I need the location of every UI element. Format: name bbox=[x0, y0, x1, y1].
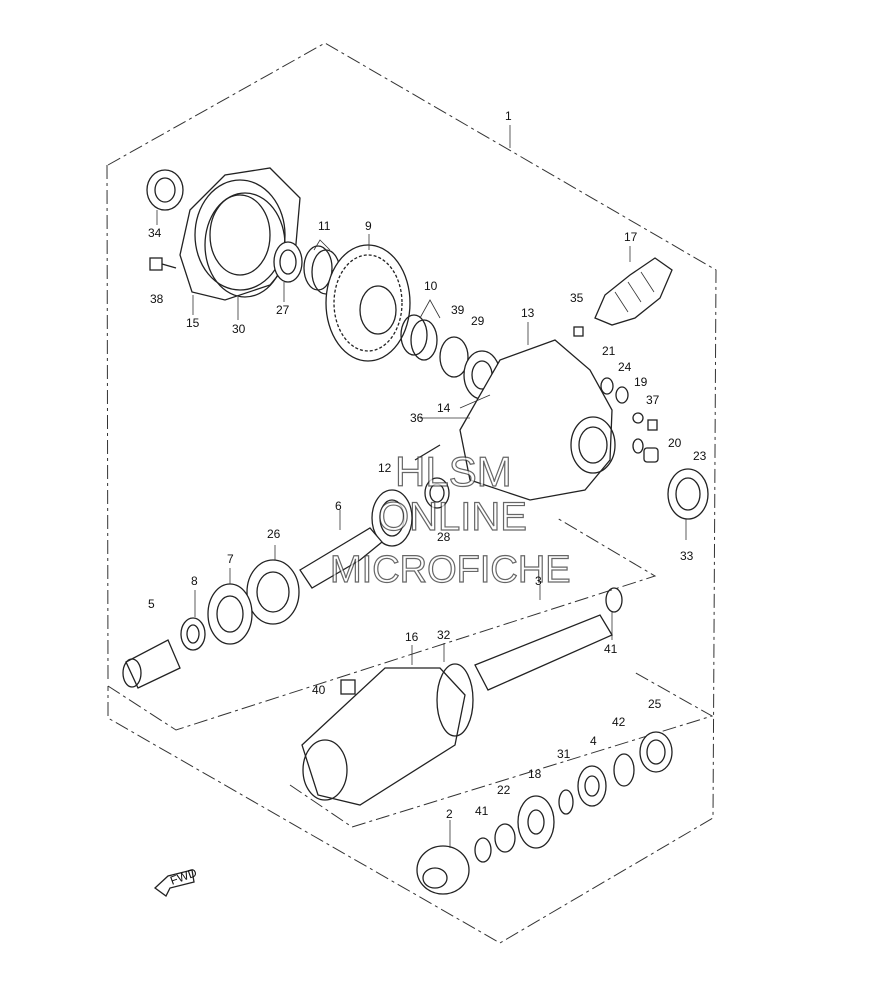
callout-29: 29 bbox=[471, 314, 485, 328]
callout-16: 16 bbox=[405, 630, 419, 644]
callout-24: 24 bbox=[618, 360, 632, 374]
callout-15: 15 bbox=[186, 316, 200, 330]
leader-14 bbox=[459, 394, 491, 409]
callout-1: 1 bbox=[505, 109, 512, 123]
part-3-drive-shaft bbox=[474, 585, 613, 691]
callout-18: 18 bbox=[528, 767, 542, 781]
part-13-gear-case bbox=[459, 322, 616, 501]
part-27-bearing bbox=[273, 241, 303, 302]
callout-33: 33 bbox=[680, 549, 694, 563]
callout-34: 34 bbox=[148, 226, 162, 240]
callout-41-lower: 41 bbox=[475, 804, 489, 818]
part-41-circlip-lower bbox=[474, 837, 492, 863]
callout-23: 23 bbox=[693, 449, 707, 463]
watermark-line-3: MICROFICHE bbox=[330, 549, 571, 591]
part-24-seal bbox=[615, 386, 629, 404]
callout-39: 39 bbox=[451, 303, 465, 317]
callout-7: 7 bbox=[227, 552, 234, 566]
part-4-bearing bbox=[577, 765, 607, 807]
callout-20: 20 bbox=[668, 436, 682, 450]
part-22-washer bbox=[494, 823, 516, 853]
part-9-bevel-gear bbox=[325, 234, 411, 362]
part-8-spacer bbox=[180, 590, 206, 651]
part-34-oil-seal bbox=[146, 169, 184, 225]
callout-12: 12 bbox=[378, 461, 392, 475]
callout-26: 26 bbox=[267, 527, 281, 541]
part-31-circlip bbox=[558, 789, 574, 815]
part-18-flange bbox=[517, 795, 555, 849]
part-37-plug bbox=[647, 419, 658, 431]
part-40-nut bbox=[340, 679, 356, 695]
callout-36: 36 bbox=[410, 411, 424, 425]
part-12-bearing bbox=[371, 489, 413, 547]
callout-30: 30 bbox=[232, 322, 246, 336]
callout-37: 37 bbox=[646, 393, 660, 407]
subassembly-outline-3 bbox=[107, 517, 657, 731]
callout-8: 8 bbox=[191, 574, 198, 588]
callout-32: 32 bbox=[437, 628, 451, 642]
part-5-sleeve bbox=[122, 639, 181, 689]
part-21-washer bbox=[600, 377, 614, 395]
callout-21: 21 bbox=[602, 344, 616, 358]
callout-40: 40 bbox=[312, 683, 326, 697]
part-6-drive-pinion bbox=[299, 510, 383, 589]
part-7-bearing bbox=[207, 568, 253, 645]
callout-5: 5 bbox=[148, 597, 155, 611]
part-20-washer bbox=[632, 438, 644, 454]
part-35-bolt bbox=[573, 326, 584, 337]
part-39-washer bbox=[439, 336, 469, 378]
callout-42: 42 bbox=[612, 715, 626, 729]
part-23-plug bbox=[643, 447, 659, 463]
watermark-line-2: ONLINE bbox=[378, 495, 527, 539]
callout-35: 35 bbox=[570, 291, 584, 305]
callout-2: 2 bbox=[446, 807, 453, 821]
callout-10: 10 bbox=[424, 279, 438, 293]
part-25-oil-seal bbox=[639, 731, 673, 773]
callout-38: 38 bbox=[150, 292, 164, 306]
part-42-circlip bbox=[613, 753, 635, 787]
callout-41-upper: 41 bbox=[604, 642, 618, 656]
part-33-oil-seal bbox=[667, 468, 709, 540]
watermark-line-1: HLSM bbox=[395, 448, 512, 495]
forward-direction-arrow: FWD bbox=[153, 865, 199, 897]
part-17-boot bbox=[594, 246, 673, 326]
callout-31: 31 bbox=[557, 747, 571, 761]
callout-17: 17 bbox=[624, 230, 638, 244]
callout-13: 13 bbox=[521, 306, 535, 320]
callout-19: 19 bbox=[634, 375, 648, 389]
part-10-shims bbox=[400, 299, 441, 361]
callout-27: 27 bbox=[276, 303, 290, 317]
callout-3: 3 bbox=[535, 574, 542, 588]
callout-22: 22 bbox=[497, 783, 511, 797]
part-26-bearing bbox=[246, 545, 300, 625]
part-38-bolt bbox=[149, 257, 177, 271]
part-15-housing-cover bbox=[179, 167, 301, 315]
callout-9: 9 bbox=[365, 219, 372, 233]
callout-4: 4 bbox=[590, 734, 597, 748]
callout-28: 28 bbox=[437, 530, 451, 544]
assembly-outline-left bbox=[106, 164, 109, 681]
part-16-rear-housing bbox=[301, 645, 466, 806]
callout-14: 14 bbox=[437, 401, 451, 415]
part-19-o-ring bbox=[632, 412, 644, 424]
part-41-circlip bbox=[605, 587, 623, 613]
callout-11: 11 bbox=[318, 219, 331, 233]
subassembly-outline-25 bbox=[289, 671, 714, 828]
part-28-needle-bearing bbox=[424, 477, 450, 509]
callout-25: 25 bbox=[648, 697, 662, 711]
part-36-stud bbox=[414, 444, 441, 461]
callout-6: 6 bbox=[335, 499, 342, 513]
part-2-dust-cover bbox=[416, 820, 470, 895]
part-32-gasket bbox=[436, 663, 474, 737]
